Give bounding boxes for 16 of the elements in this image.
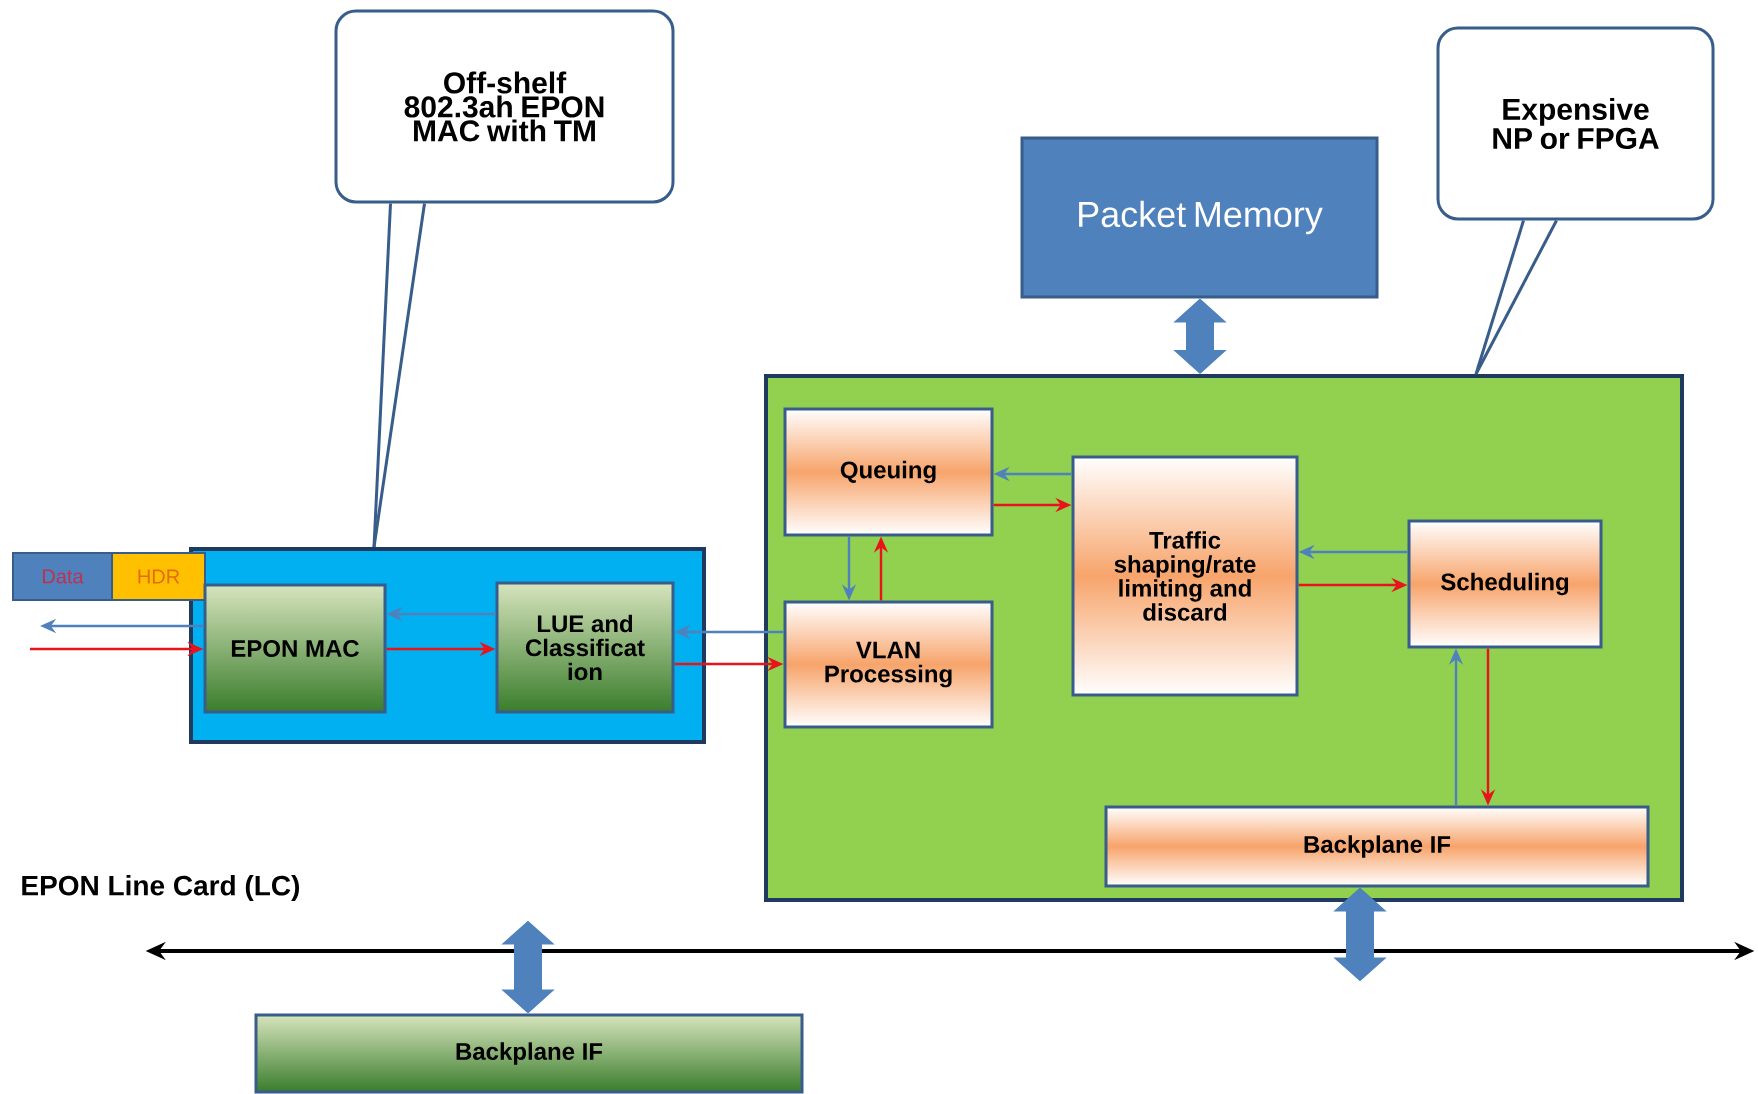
data-field: Data [12,552,113,601]
callout-bubble: Expensive NP or FPGA [1436,26,1715,221]
callout-tail [1474,219,1558,375]
process-box: LUE and Classificat ion [495,581,675,714]
callout-tail [372,203,426,548]
callout-bubble: Off-shelf 802.3ah EPON MAC with TM [334,9,675,204]
process-box: Traffic shaping/rate limiting and discard [1071,455,1299,697]
interface-box: Backplane IF [1104,805,1650,888]
process-box: Scheduling [1407,519,1603,649]
process-box: EPON MAC [203,583,387,714]
memory-box: Packet Memory [1020,136,1379,299]
interface-box: Backplane IF [254,1013,804,1094]
section-label: EPON Line Card (LC) [22,874,299,902]
header-field: HDR [111,552,206,601]
process-box: Queuing [783,407,994,537]
process-box: VLAN Processing [783,600,994,729]
